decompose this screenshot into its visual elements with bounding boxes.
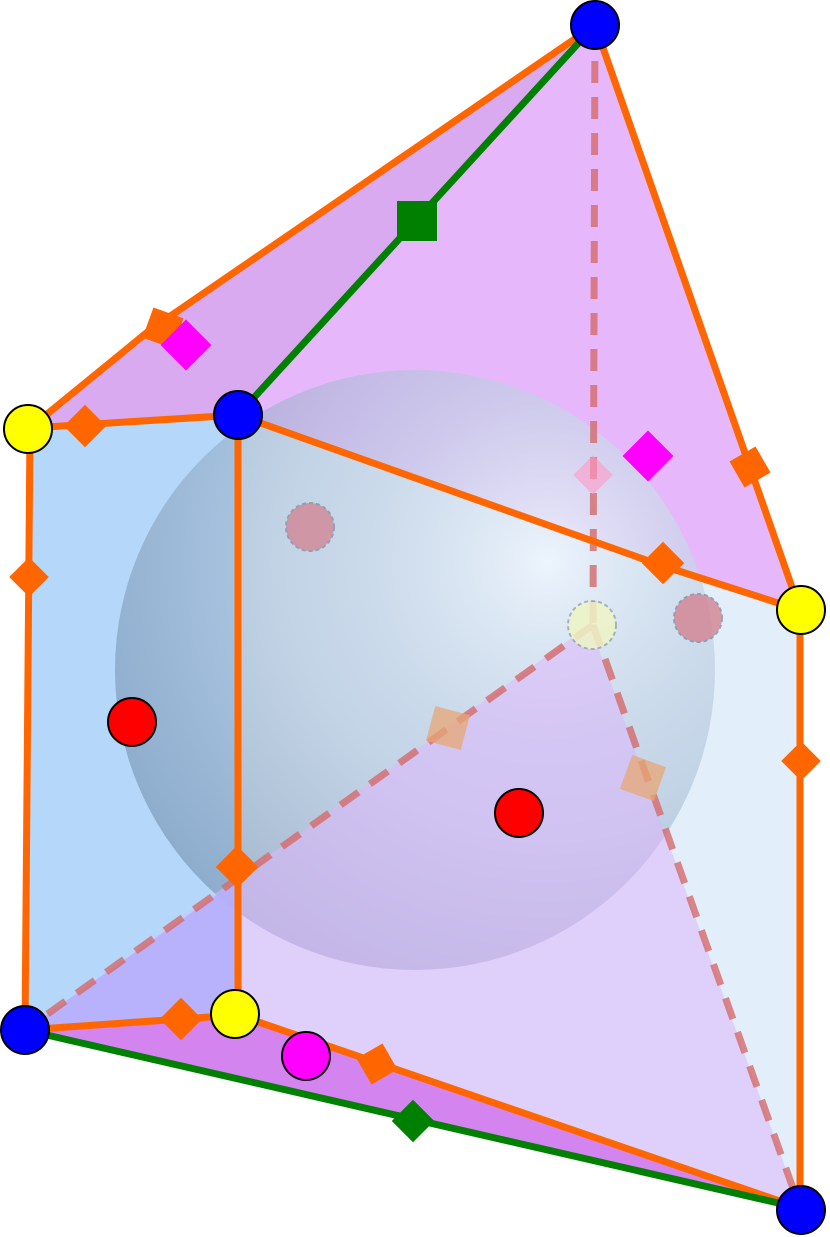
green-markers: [391, 201, 437, 1143]
green-square-marker: [397, 201, 437, 241]
blue-vertex: [0, 1005, 50, 1055]
magenta-diamond-marker: [622, 430, 674, 482]
hidden-edges: [22, 24, 804, 1210]
orange-diamond-marker: [781, 741, 821, 781]
orange-diamond-marker: [63, 404, 107, 448]
hidden-diamond-marker: [573, 455, 613, 495]
hidden-diamond-marker: [619, 754, 667, 802]
edge-left-vertical: [21, 424, 34, 1034]
edge-top-right: [591, 21, 804, 614]
hidden-edge-left: [22, 622, 596, 1033]
edge-lower-left: [21, 1011, 242, 1034]
hidden-yellow-point: [567, 600, 617, 650]
hidden-red-point: [673, 593, 723, 643]
red-point: [494, 788, 544, 838]
yellow-vertex: [3, 404, 53, 454]
blue-vertex: [213, 390, 263, 440]
hidden-edge-vertical: [589, 24, 599, 626]
hidden-red-point: [285, 502, 335, 552]
green-diamond-marker: [391, 1099, 435, 1143]
hidden-edge-right: [589, 623, 804, 1210]
hidden-diamond-marker: [425, 705, 471, 751]
orange-diamond-marker: [356, 1043, 398, 1085]
red-points: [107, 697, 544, 838]
blue-vertex: [570, 0, 620, 50]
hidden-markers: [285, 455, 723, 802]
orange-diamond-marker: [729, 446, 771, 488]
yellow-vertices: [3, 404, 826, 1039]
magenta-point: [281, 1031, 331, 1081]
yellow-vertex: [776, 585, 826, 635]
edge-lower-front: [234, 1011, 804, 1212]
orange-diamond-marker: [9, 557, 49, 597]
blue-vertex: [776, 1185, 826, 1235]
red-point: [107, 697, 157, 747]
yellow-vertex: [210, 989, 260, 1039]
